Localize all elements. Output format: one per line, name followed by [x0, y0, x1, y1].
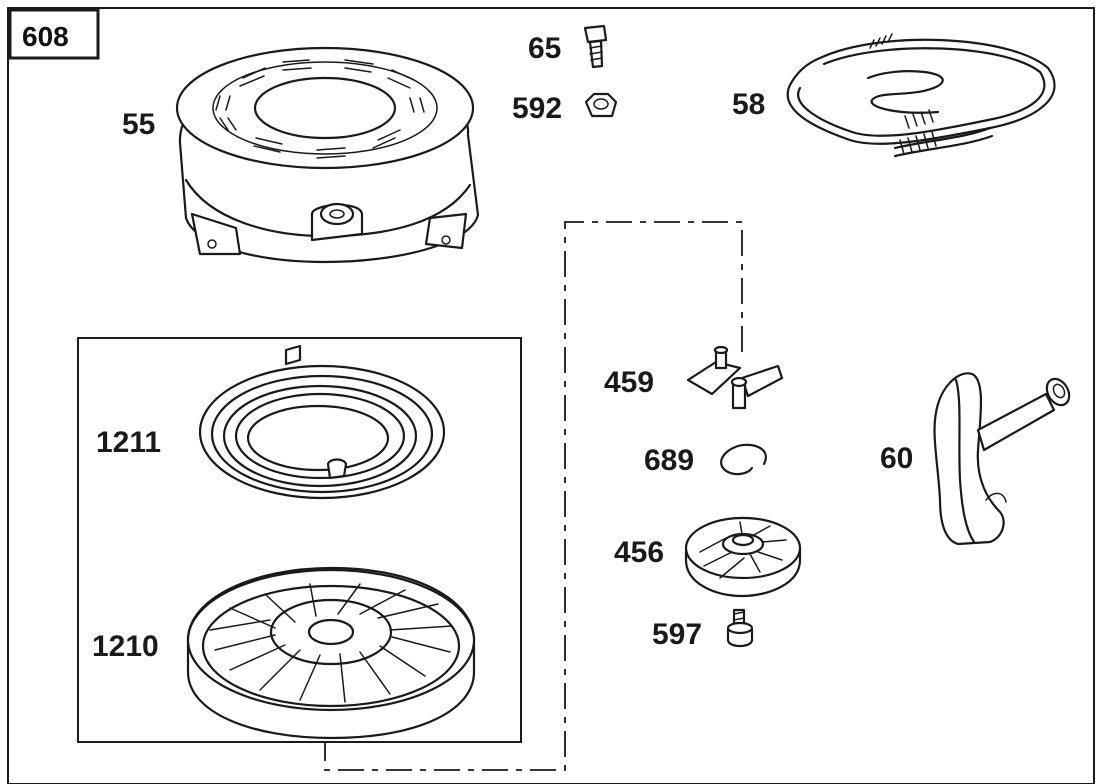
- retainer-ring-drawing: [720, 443, 767, 476]
- rewind-spring-drawing: [198, 344, 446, 500]
- label-nut: 592: [512, 92, 562, 125]
- label-screw: 65: [528, 32, 561, 65]
- label-pulley: 1210: [92, 630, 159, 663]
- pulley-drawing: [186, 566, 476, 740]
- screw-drawing: [583, 24, 608, 69]
- reference-box: [8, 8, 100, 60]
- label-retainer: 456: [614, 536, 664, 569]
- reference-number: 608: [22, 21, 69, 52]
- label-pawl: 459: [604, 366, 654, 399]
- blower-housing-drawing: [175, 46, 480, 264]
- label-blower-housing: 55: [122, 108, 155, 141]
- rope-drawing: [786, 33, 1056, 158]
- label-handle: 60: [880, 442, 913, 475]
- retainer-drawing: [684, 516, 802, 598]
- pawl-drawing: [686, 345, 784, 410]
- nut-drawing: [584, 92, 618, 118]
- label-pulley-screw: 597: [652, 618, 702, 651]
- label-retainer-ring: 689: [644, 444, 694, 477]
- pulley-screw-drawing: [726, 608, 754, 648]
- label-rewind-spring: 1211: [96, 426, 161, 459]
- connector-line: [324, 221, 743, 771]
- label-rope: 58: [732, 88, 765, 121]
- subassembly-box: [77, 337, 522, 743]
- outer-frame: [7, 7, 1095, 784]
- handle-drawing: [933, 372, 1071, 546]
